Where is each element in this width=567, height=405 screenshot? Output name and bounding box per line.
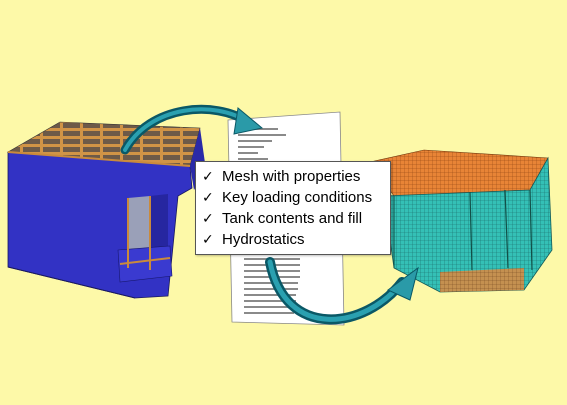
check-icon: ✓ bbox=[202, 190, 214, 206]
checklist-item-label: Key loading conditions bbox=[222, 189, 373, 206]
right-meshed-hull-model bbox=[369, 149, 553, 293]
checklist-item: ✓ Hydrostatics bbox=[202, 229, 390, 250]
checklist-item: ✓ Mesh with properties bbox=[202, 166, 390, 187]
check-icon: ✓ bbox=[202, 211, 214, 227]
checklist-item-label: Tank contents and fill bbox=[222, 210, 363, 227]
left-hull-model bbox=[7, 121, 206, 299]
checklist-item-label: Hydrostatics bbox=[222, 231, 305, 248]
checklist-item-label: Mesh with properties bbox=[222, 168, 361, 185]
checklist-item: ✓ Tank contents and fill bbox=[202, 208, 390, 229]
checklist-box: ✓ Mesh with properties ✓ Key loading condi… bbox=[195, 161, 391, 255]
checklist-item: ✓ Key loading conditions bbox=[202, 187, 390, 208]
check-icon: ✓ bbox=[202, 232, 214, 248]
check-icon: ✓ bbox=[202, 169, 214, 185]
